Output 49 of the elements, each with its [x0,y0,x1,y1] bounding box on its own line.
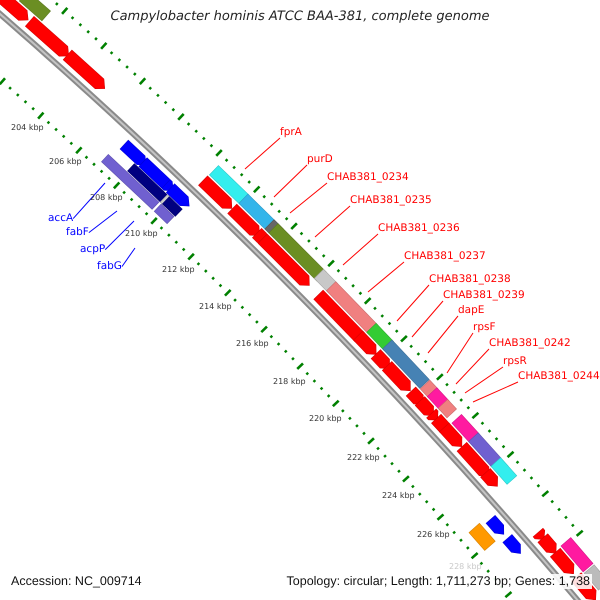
leader-line [412,300,444,338]
scale-label: 206 kbp [49,157,82,168]
gene-label: CHAB381_0244 [518,370,600,382]
scale-label: 212 kbp [162,265,195,276]
gene-label: CHAB381_0238 [429,273,511,285]
scale-label: 220 kbp [309,414,342,424]
leader-line [244,138,280,170]
map-title: Campylobacter hominis ATCC BAA-381, complete genome [110,9,490,24]
gene-label: fabF [66,226,89,238]
leader-line [72,182,106,220]
scale-label: 214 kbp [199,302,232,312]
leader-line [446,332,474,374]
leader-line [274,164,308,198]
gene-label: fprA [280,126,302,138]
gene-label: CHAB381_0234 [327,171,409,183]
gene-label: CHAB381_0235 [350,194,432,206]
gene-label: dapE [458,304,484,316]
leader-line [104,220,134,250]
leader-line [396,284,430,322]
gene-label: rpsF [473,321,496,333]
gene-label: purD [307,153,333,165]
gene-label: acpP [80,243,106,255]
leader-line [472,382,518,402]
gene-label: accA [48,212,74,224]
leader-line [121,248,136,268]
gene-label: CHAB381_0236 [378,222,460,234]
scale-label: 204 kbp [11,123,44,134]
scale-label: 218 kbp [273,377,306,388]
scale-label: 224 kbp [382,491,415,502]
leader-line [368,262,404,292]
gene-label: CHAB381_0242 [489,337,571,349]
accession-text: Accession: NC_009714 [9,574,144,588]
scale-label: 208 kbp [90,193,123,204]
scale-label: 222 kbp [347,453,380,464]
gene-label: fabG [97,260,122,272]
scale-label: 216 kbp [236,339,269,350]
scale-label: 210 kbp [125,229,158,240]
leader-line [342,234,378,266]
gene-label: CHAB381_0237 [404,250,486,262]
leader-line [290,182,328,214]
scale-label: 226 kbp [417,530,450,540]
leader-line [88,210,118,234]
gene-label: rpsR [503,355,527,367]
leader-line [314,206,350,238]
leader-line [456,348,490,384]
gene-label: CHAB381_0239 [443,289,525,301]
leader-line [428,316,458,354]
genome-stats-text: Topology: circular; Length: 1,711,273 bp; Genes: 1,738 [284,574,592,588]
leader-line [464,366,504,394]
